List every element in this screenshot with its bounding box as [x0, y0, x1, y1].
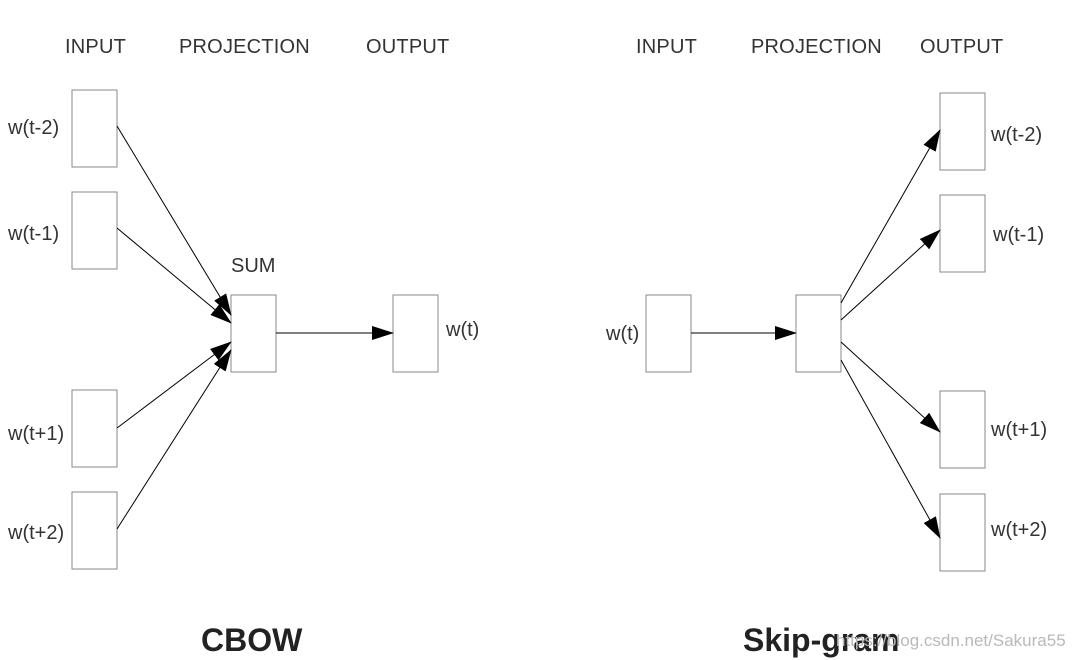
cbow-input-box-t+2: [71, 491, 118, 570]
skipgram-arrow-t+1: [840, 341, 941, 433]
skipgram-arrow-t-1: [840, 229, 941, 321]
cbow-input-label-t-2: w(t-2): [8, 117, 60, 139]
skipgram-output-box-t-1: [939, 194, 986, 273]
skipgram-arrow-t-2: [840, 129, 941, 304]
skipgram-arrow-t+2: [840, 359, 941, 539]
cbow-header-output: OUTPUT: [366, 36, 450, 58]
skipgram-input-label: w(t): [606, 323, 640, 345]
skipgram-output-label-t+2: w(t+2): [991, 519, 1048, 541]
skipgram-header-projection: PROJECTION: [751, 36, 882, 58]
cbow-arrow-t-2: [116, 125, 232, 316]
skipgram-title: Skip-gram: [743, 622, 900, 658]
skipgram-output-box-t+1: [939, 390, 986, 469]
skipgram-header-input: INPUT: [636, 36, 697, 58]
skipgram-header-output: OUTPUT: [920, 36, 1004, 58]
cbow-title: CBOW: [201, 622, 303, 658]
cbow-input-label-t+2: w(t+2): [8, 522, 65, 544]
cbow-output-box: [392, 294, 439, 373]
cbow-input-box-t-1: [71, 191, 118, 270]
cbow-input-box-t+1: [71, 389, 118, 468]
skipgram-input-box: [645, 294, 692, 373]
skipgram-projection-box: [795, 294, 842, 373]
cbow-header-input: INPUT: [65, 36, 126, 58]
cbow-input-box-t-2: [71, 89, 118, 168]
skipgram-output-label-t-1: w(t-1): [993, 224, 1045, 246]
cbow-projection-label: SUM: [231, 255, 276, 277]
cbow-projection-box: [230, 294, 277, 373]
cbow-output-label: w(t): [446, 319, 480, 341]
cbow-arrow-t+2: [116, 349, 232, 530]
cbow-arrow-t-1: [116, 227, 232, 324]
skipgram-output-label-t+1: w(t+1): [991, 419, 1048, 441]
watermark: https://blog.csdn.net/Sakura55: [836, 631, 1066, 650]
cbow-arrow-t+1: [116, 341, 232, 429]
cbow-input-label-t-1: w(t-1): [8, 223, 60, 245]
cbow-header-projection: PROJECTION: [179, 36, 310, 58]
skipgram-output-box-t+2: [939, 493, 986, 572]
cbow-input-label-t+1: w(t+1): [8, 423, 65, 445]
skipgram-output-box-t-2: [939, 92, 986, 171]
skipgram-output-label-t-2: w(t-2): [991, 124, 1043, 146]
